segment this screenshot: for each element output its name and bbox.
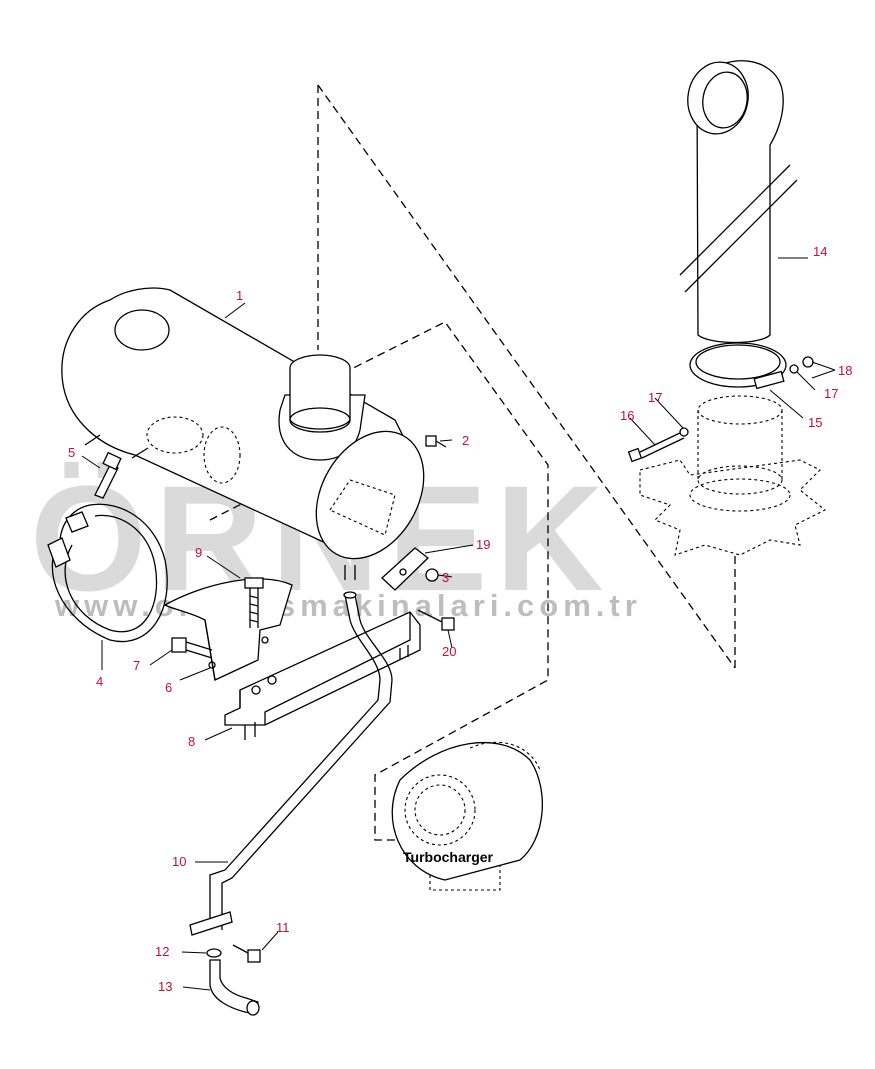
callout-numbers: 1 2 3 4 5 6 7 8 9 10 11 12 13 14 15 16 1… xyxy=(68,244,852,994)
callout-10: 10 xyxy=(172,854,186,869)
callout-11: 11 xyxy=(276,920,290,935)
callout-12: 12 xyxy=(155,944,169,959)
washer-17-right xyxy=(789,364,799,374)
callout-17-right: 17 xyxy=(824,386,838,401)
stack-clamp xyxy=(689,342,787,390)
callout-19: 19 xyxy=(476,537,490,552)
screw-11 xyxy=(232,944,261,963)
callout-8: 8 xyxy=(188,734,195,749)
nut-3 xyxy=(425,568,439,582)
callout-5: 5 xyxy=(68,445,75,460)
exhaust-stack xyxy=(679,60,798,344)
elbow-13 xyxy=(209,959,260,1016)
nut-18 xyxy=(802,356,814,368)
bolt-9 xyxy=(244,577,264,628)
turbocharger-label: Turbocharger xyxy=(403,849,494,865)
callout-20: 20 xyxy=(442,644,456,659)
callout-17-left: 17 xyxy=(648,390,662,405)
callout-9: 9 xyxy=(195,545,202,560)
callout-7: 7 xyxy=(133,658,140,673)
reference-dashed-lines xyxy=(179,84,736,841)
bolt-2 xyxy=(425,435,447,448)
callout-13: 13 xyxy=(158,979,172,994)
leader-lines xyxy=(81,257,836,991)
callout-18: 18 xyxy=(838,363,852,378)
bracket-6 xyxy=(163,578,293,681)
clamp-band xyxy=(47,503,168,643)
muffler xyxy=(61,287,425,580)
bolt-16 xyxy=(627,431,685,463)
turbocharger: Turbocharger xyxy=(391,741,543,891)
washer-17-left xyxy=(679,427,689,437)
callout-14: 14 xyxy=(813,244,827,259)
callout-4: 4 xyxy=(96,674,103,689)
ring-12 xyxy=(206,948,222,958)
bolt-5 xyxy=(84,434,149,499)
drain-pipe xyxy=(189,591,393,936)
stack-adapter xyxy=(639,395,827,556)
callout-6: 6 xyxy=(165,680,172,695)
callout-15: 15 xyxy=(808,415,822,430)
bolt-7 xyxy=(171,637,213,659)
callout-16: 16 xyxy=(620,408,634,423)
callout-1: 1 xyxy=(236,288,243,303)
callout-2: 2 xyxy=(462,433,469,448)
strap-19 xyxy=(381,547,429,591)
callout-3: 3 xyxy=(442,570,449,585)
